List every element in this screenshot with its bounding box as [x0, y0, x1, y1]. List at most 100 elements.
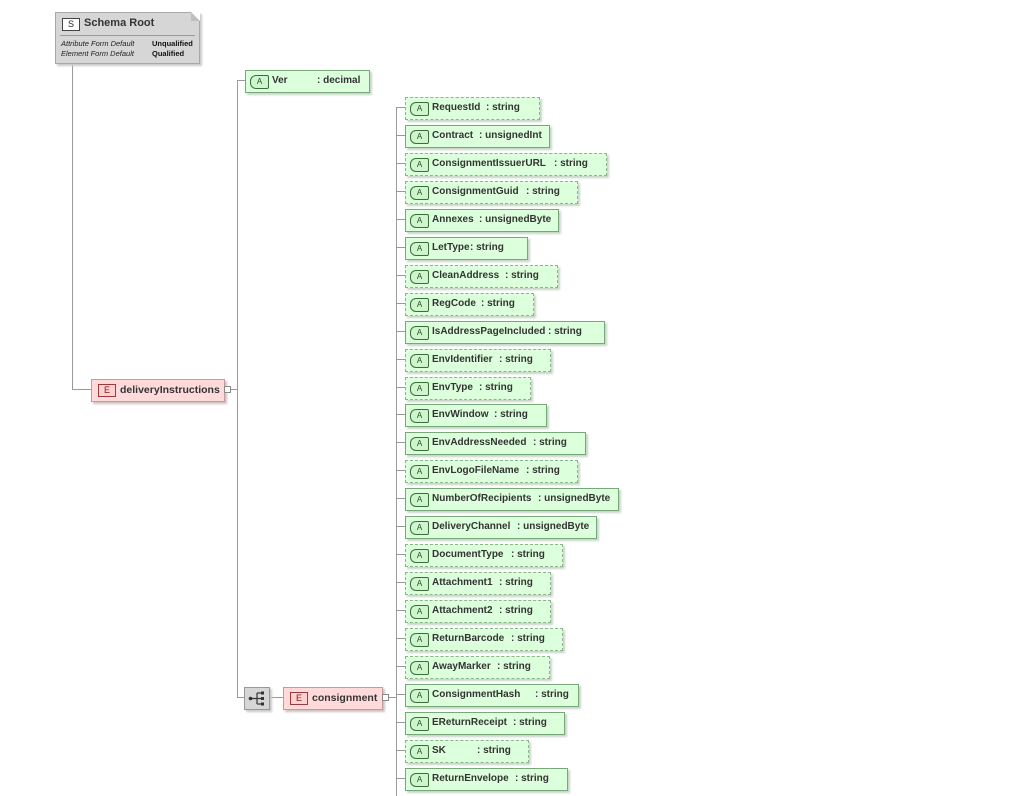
attribute-ver[interactable]: A Ver : decimal: [245, 70, 370, 93]
attribute-type: : decimal: [317, 75, 361, 86]
attribute-name: RegCode: [432, 298, 476, 309]
attribute-name: Attachment2: [432, 605, 493, 616]
collapse-toggle-icon[interactable]: [382, 694, 389, 701]
attribute-badge-icon: A: [410, 745, 429, 759]
attribute-type: : unsignedByte: [517, 521, 590, 532]
connector-line: [387, 697, 396, 698]
connector-line: [396, 414, 405, 415]
attribute-name: ConsignmentGuid: [432, 186, 519, 197]
attribute-type: : string: [515, 773, 549, 784]
attribute-badge-icon: A: [410, 661, 429, 675]
attribute-badge-icon: A: [410, 521, 429, 535]
attribute-name: LetType: [432, 242, 470, 253]
attribute-name: SK: [432, 745, 446, 756]
attribute-type: : string: [513, 717, 547, 728]
attribute-badge-icon: A: [410, 689, 429, 703]
divider: [60, 35, 195, 36]
attribute-badge-icon: A: [410, 158, 429, 172]
attribute-name: NumberOfRecipients: [432, 493, 532, 504]
attribute-badge-icon: A: [410, 633, 429, 647]
attribute-badge-icon: A: [410, 354, 429, 368]
attribute-badge-icon: A: [410, 465, 429, 479]
attribute-name: IsAddressPageIncluded: [432, 326, 546, 337]
element-consignment[interactable]: E consignment: [283, 687, 383, 710]
sequence-icon: [248, 691, 264, 706]
attribute-badge-icon: A: [410, 493, 429, 507]
attribute-type: : string: [494, 409, 528, 420]
attribute-badge-icon: A: [410, 605, 429, 619]
attribute-type: : string: [505, 270, 539, 281]
attribute-badge-icon: A: [410, 409, 429, 423]
element-delivery-instructions[interactable]: E deliveryInstructions: [91, 379, 225, 402]
attribute-type: : unsignedByte: [479, 214, 552, 225]
attribute-badge-icon: A: [410, 717, 429, 731]
attribute-type: : unsignedInt: [479, 130, 542, 141]
connector-line: [396, 107, 405, 108]
attribute-badge-icon: A: [410, 773, 429, 787]
connector-line: [396, 694, 405, 695]
attribute-name: DocumentType: [432, 549, 504, 560]
element-badge-icon: E: [290, 692, 308, 705]
attribute-name: ReturnEnvelope: [432, 773, 509, 784]
schema-root-title: Schema Root: [84, 17, 155, 29]
attribute-form-default-value: Unqualified: [152, 39, 193, 48]
attribute-type: : string: [535, 689, 569, 700]
attribute-badge-icon: A: [410, 102, 429, 116]
attribute-type: : string: [526, 186, 560, 197]
attribute-name: EnvWindow: [432, 409, 489, 420]
attribute-name: EnvType: [432, 382, 473, 393]
connector-line: [396, 638, 405, 639]
attribute-badge-icon: A: [410, 326, 429, 340]
collapse-toggle-icon[interactable]: [224, 386, 231, 393]
attribute-name: EReturnReceipt: [432, 717, 508, 728]
attribute-badge-icon: A: [410, 382, 429, 396]
connector-line: [229, 389, 237, 390]
connector-line: [396, 498, 405, 499]
attribute-name: ConsignmentHash: [432, 689, 521, 700]
attribute-badge-icon: A: [410, 549, 429, 563]
schema-root-box[interactable]: S Schema Root Attribute Form Default Unq…: [55, 12, 200, 64]
element-badge-icon: E: [98, 384, 116, 397]
connector-line: [396, 470, 405, 471]
connector-line: [396, 666, 405, 667]
attribute-type: : string: [511, 549, 545, 560]
connector-line: [396, 108, 397, 796]
attribute-type: : string: [497, 661, 531, 672]
element-form-default-label: Element Form Default: [61, 49, 134, 58]
connector-line: [396, 442, 405, 443]
attribute-name: ReturnBarcode: [432, 633, 505, 644]
connector-line: [396, 750, 405, 751]
connector-line: [396, 275, 405, 276]
attribute-name: Annexes: [432, 214, 474, 225]
attribute-badge-icon: A: [410, 437, 429, 451]
element-form-default-value: Qualified: [152, 49, 185, 58]
element-name: deliveryInstructions: [120, 384, 220, 396]
attribute-name: Attachment1: [432, 577, 493, 588]
sequence-compositor[interactable]: [244, 687, 270, 710]
